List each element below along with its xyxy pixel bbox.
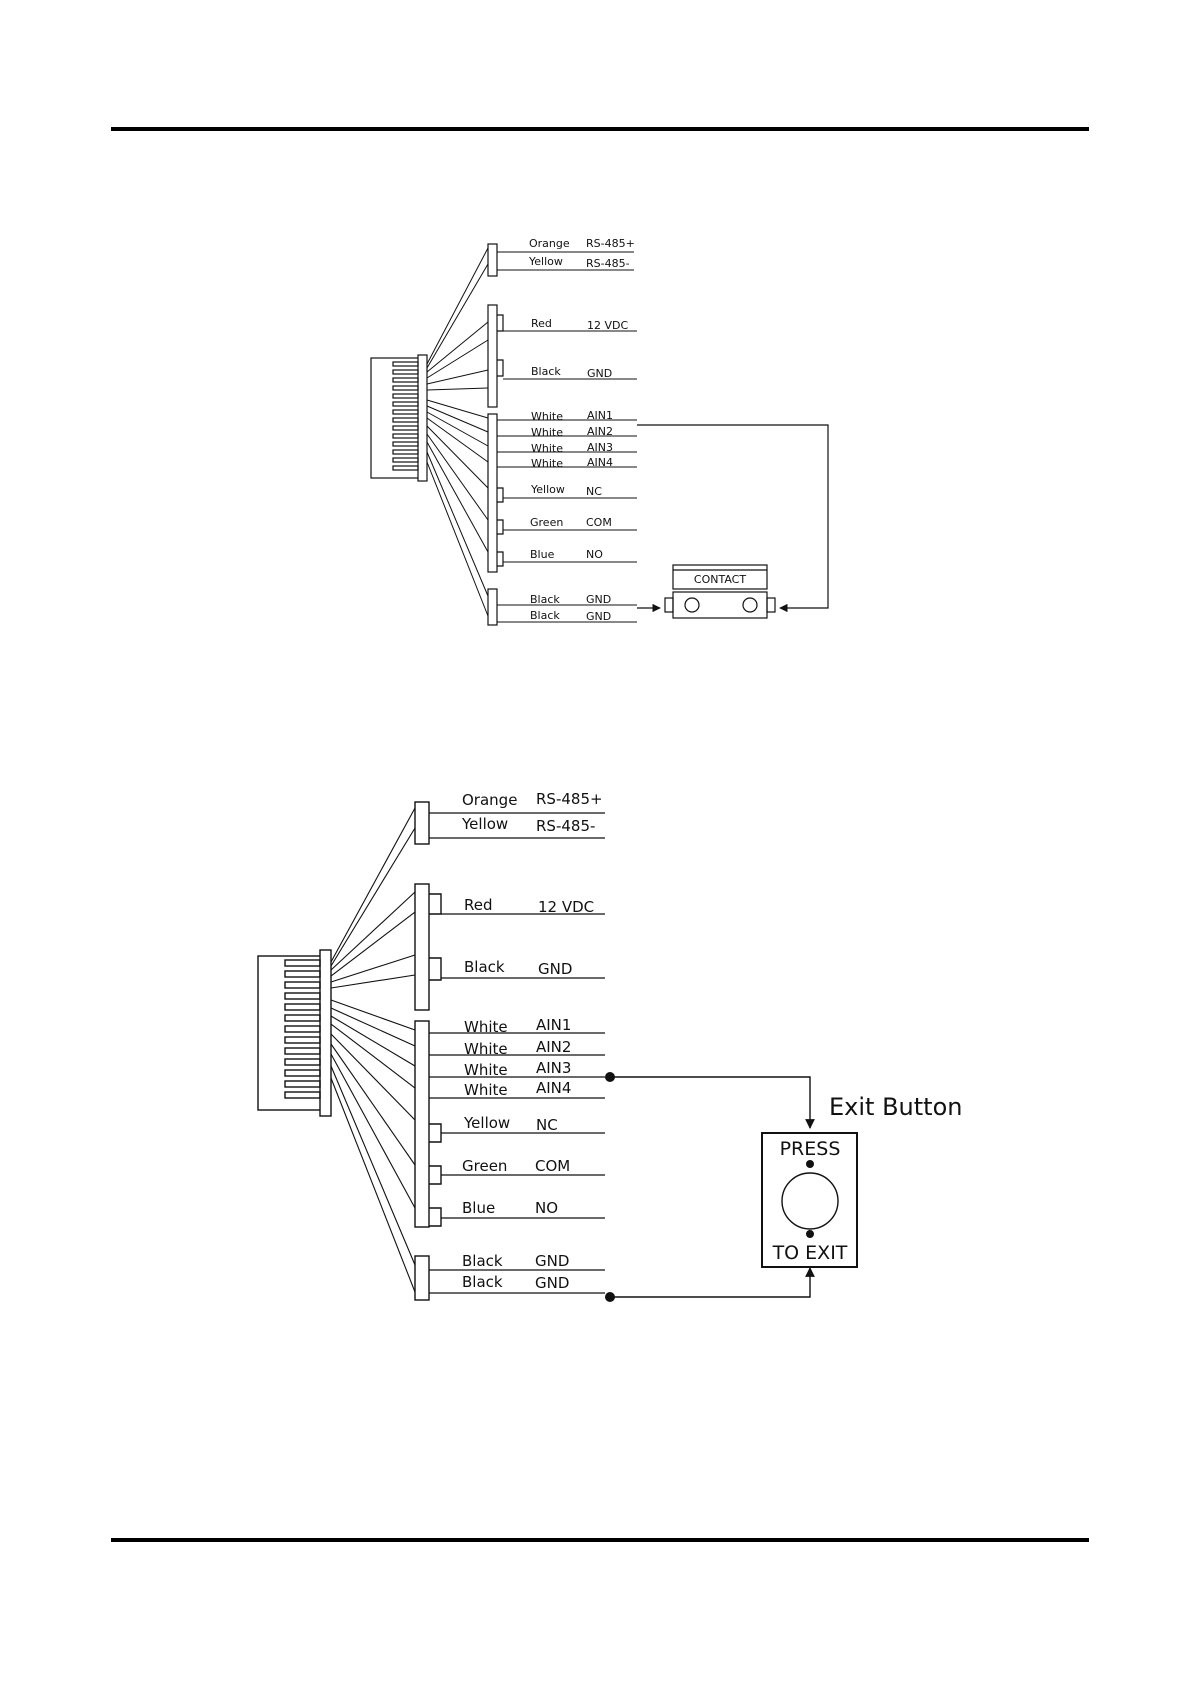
wire-color-label: Black [462,1252,503,1270]
wire-color-label: Red [464,896,493,914]
wire-signal-label: AIN4 [587,456,613,469]
wire-signal-label: 12 VDC [538,898,594,916]
wire-signal-label: GND [535,1252,569,1270]
wire-signal-label: RS-485+ [536,790,603,808]
wire-signal-label: 12 VDC [587,319,628,332]
wire-color-label: White [531,410,563,423]
terminal-blocks [414,801,442,1301]
wire-color-label: White [464,1018,508,1036]
contact-connections [637,424,829,613]
main-connector [370,354,428,482]
footer-rule [111,1538,1089,1542]
wire-color-label: Blue [530,548,555,561]
wire-color-label: Green [462,1157,507,1175]
wire-signal-label: GND [538,960,572,978]
wire-signal-label: AIN3 [536,1059,571,1077]
wire-color-label: Green [530,516,563,529]
door-contact-diagram [370,243,829,626]
contact-label: CONTACT [694,573,746,586]
exit-button-connections [610,1076,815,1298]
wire-color-label: Black [464,958,505,976]
wire-signal-label: NO [535,1199,558,1217]
exit-button-caption: Exit Button [829,1093,962,1121]
output-wires [429,812,605,1294]
wire-signal-label: GND [586,610,611,623]
header-rule [111,127,1089,131]
wire-color-label: Yellow [528,255,563,268]
wire-signal-label: GND [535,1274,569,1292]
wire-color-label: Blue [462,1199,495,1217]
exit-button-exit-text: TO EXIT [772,1242,848,1264]
door-contact-device [664,564,776,619]
wire-signal-label: RS-485- [536,817,595,835]
wire-signal-label: COM [586,516,612,529]
cable-fanout [426,247,489,617]
terminal-blocks [487,243,504,626]
wire-color-label: White [531,426,563,439]
door-contact-labels: Orange RS-485+ Yellow RS-485- Red 12 VDC… [528,237,746,623]
exit-button-diagram [257,801,858,1302]
wire-signal-label: AIN2 [536,1038,571,1056]
wire-color-label: Black [530,593,560,606]
wire-color-label: White [531,457,563,470]
wire-signal-label: AIN2 [587,425,613,438]
wire-color-label: Orange [462,791,517,809]
wire-color-label: Red [531,317,552,330]
wire-signal-label: NC [536,1116,558,1134]
wire-color-label: White [464,1061,508,1079]
wire-signal-label: GND [587,367,612,380]
wire-signal-label: AIN1 [587,409,613,422]
wire-signal-label: NC [586,485,602,498]
cable-fanout [330,807,416,1293]
exit-button-device [761,1132,858,1268]
wire-color-label: Orange [529,237,570,250]
wire-signal-label: AIN4 [536,1079,571,1097]
wire-signal-label: COM [535,1157,570,1175]
wire-color-label: White [464,1081,508,1099]
wire-color-label: Black [530,609,560,622]
wire-color-label: Yellow [461,815,508,833]
wire-color-label: White [531,442,563,455]
wire-signal-label: NO [586,548,603,561]
exit-button-press-text: PRESS [780,1138,841,1160]
output-wires [497,251,637,623]
wire-color-label: Black [462,1273,503,1291]
wire-signal-label: RS-485+ [586,237,635,250]
junction-dots [605,1072,615,1302]
wire-color-label: Yellow [463,1114,510,1132]
wire-signal-label: RS-485- [586,257,630,270]
wire-color-label: Black [531,365,561,378]
wire-color-label: Yellow [530,483,565,496]
main-connector [257,949,332,1117]
wire-signal-label: GND [586,593,611,606]
exit-button-labels: Orange RS-485+ Yellow RS-485- Red 12 VDC… [461,790,962,1292]
wire-color-label: White [464,1040,508,1058]
wire-signal-label: AIN3 [587,441,613,454]
wire-signal-label: AIN1 [536,1016,571,1034]
